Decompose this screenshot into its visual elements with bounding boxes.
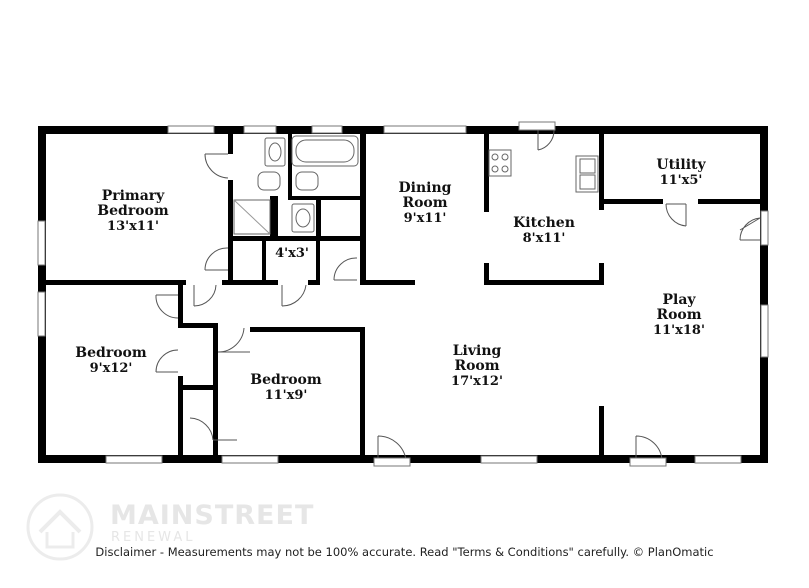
bedroom-center-dimensions: 11'x9' <box>265 388 308 403</box>
stove <box>488 149 512 177</box>
toilet-primary <box>257 171 281 191</box>
play-room-name-line2: Room <box>656 307 701 323</box>
room-label-bedroom-left: Bedroom 9'x12' <box>75 345 147 376</box>
disclaimer-text: Disclaimer - Measurements may not be 100… <box>95 545 714 559</box>
living-room-name-line1: Living <box>453 343 502 359</box>
interior-walls <box>46 134 760 455</box>
mainstreet-renewal-watermark: MAINSTREET RENEWAL <box>25 492 325 562</box>
house-logo-icon <box>26 493 94 561</box>
room-label-utility: Utility 11'x5' <box>656 157 706 188</box>
doors <box>155 121 761 467</box>
room-label-primary-bedroom: Primary Bedroom 13'x11' <box>97 188 169 234</box>
watermark-name: MAINSTREET <box>110 500 315 531</box>
dining-room-dimensions: 9'x11' <box>404 211 447 226</box>
room-label-living-room: Living Room 17'x12' <box>451 343 503 389</box>
utility-name: Utility <box>656 157 706 173</box>
bedroom-center-name: Bedroom <box>250 372 322 388</box>
primary-bedroom-name-line1: Primary <box>102 188 165 204</box>
room-label-dining-room: Dining Room 9'x11' <box>399 180 452 226</box>
fixtures <box>233 135 599 235</box>
room-label-play-room: Play Room 11'x18' <box>653 292 705 338</box>
bedroom-left-name: Bedroom <box>75 345 147 361</box>
room-label-bath-closet: 4'x3' <box>275 246 309 261</box>
kitchen-name: Kitchen <box>513 215 575 231</box>
play-room-dimensions: 11'x18' <box>653 323 705 338</box>
primary-bedroom-name-line2: Bedroom <box>97 203 169 219</box>
toilet-hall <box>295 171 319 191</box>
windows <box>37 125 769 464</box>
room-label-kitchen: Kitchen 8'x11' <box>513 215 575 246</box>
room-label-bedroom-center: Bedroom 11'x9' <box>250 372 322 403</box>
outer-walls <box>38 126 768 463</box>
living-room-name-line2: Room <box>454 358 499 374</box>
kitchen-dimensions: 8'x11' <box>523 231 566 246</box>
bedroom-left-dimensions: 9'x12' <box>90 361 133 376</box>
dining-room-name-line2: Room <box>402 195 447 211</box>
dining-room-name-line1: Dining <box>399 180 452 196</box>
small-closet-dimensions: 4'x3' <box>275 246 309 261</box>
watermark-subtitle: RENEWAL <box>111 530 196 545</box>
play-room-name-line1: Play <box>662 292 696 308</box>
living-room-dimensions: 17'x12' <box>451 374 503 389</box>
primary-bedroom-dimensions: 13'x11' <box>107 219 159 234</box>
utility-dimensions: 11'x5' <box>660 173 703 188</box>
